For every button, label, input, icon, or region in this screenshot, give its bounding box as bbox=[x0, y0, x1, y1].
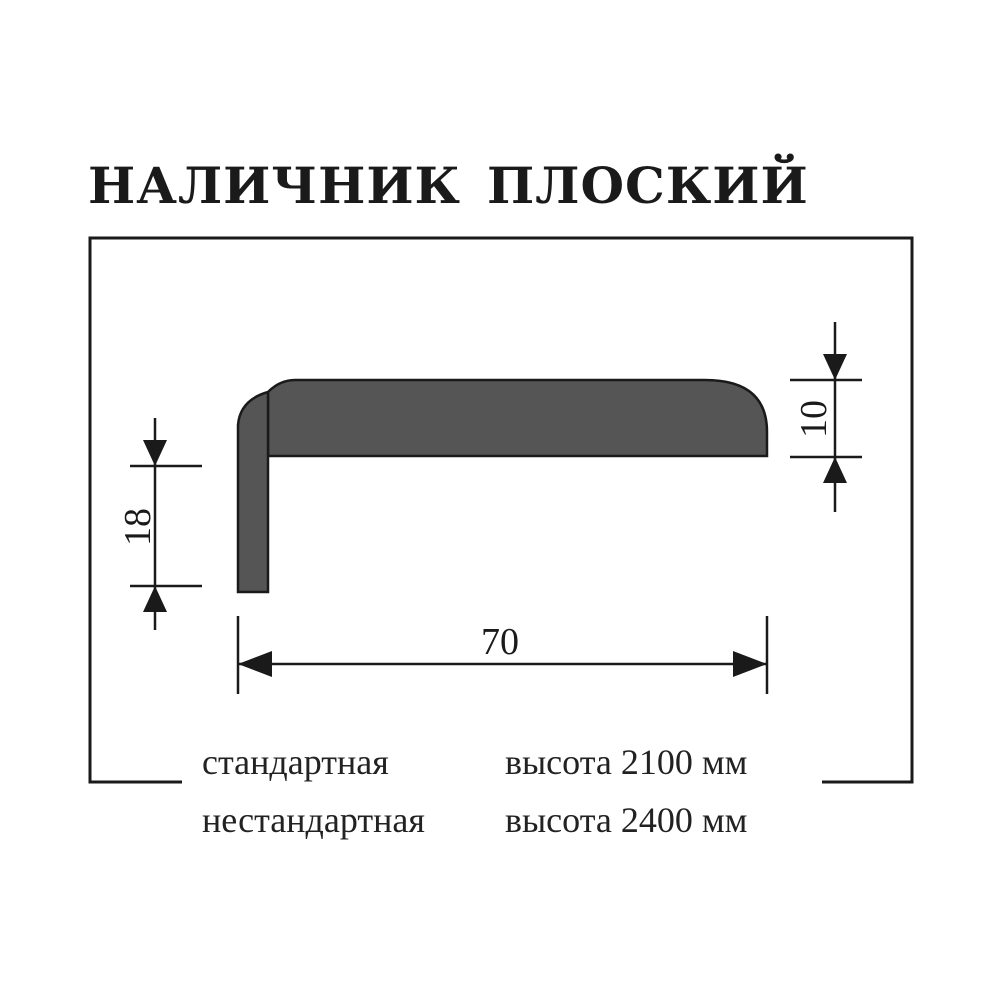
title-word-2: ПЛОСКИЙ bbox=[487, 156, 809, 215]
profile-leg-part bbox=[236, 390, 270, 594]
frame-border bbox=[88, 236, 914, 784]
caption-standard-label: стандартная bbox=[202, 742, 389, 782]
dimension-label-70: 70 bbox=[481, 621, 519, 663]
caption-nonstandard-label: нестандартная bbox=[202, 800, 425, 840]
diagram-title: НАЛИЧНИК ПЛОСКИЙ bbox=[88, 156, 809, 216]
caption-nonstandard-value: высота 2400 мм bbox=[505, 800, 748, 840]
arrow-left-icon bbox=[238, 651, 272, 677]
dimension-label-10: 10 bbox=[793, 400, 835, 438]
arrow-right-icon bbox=[733, 651, 767, 677]
title-word-1: НАЛИЧНИК bbox=[88, 156, 462, 215]
arrow-down-icon bbox=[823, 354, 847, 380]
dimension-label-18: 18 bbox=[117, 508, 159, 546]
dimension-thickness-min: 10 bbox=[790, 322, 862, 512]
dimension-width: 70 bbox=[236, 616, 769, 694]
caption-standard-value: высота 2100 мм bbox=[505, 742, 748, 782]
arrow-up-icon bbox=[823, 457, 847, 483]
profile-top-part bbox=[266, 378, 769, 458]
arrow-up-icon bbox=[143, 586, 167, 612]
dimension-thickness-max: 18 bbox=[117, 418, 202, 630]
arrow-down-icon bbox=[143, 440, 167, 466]
